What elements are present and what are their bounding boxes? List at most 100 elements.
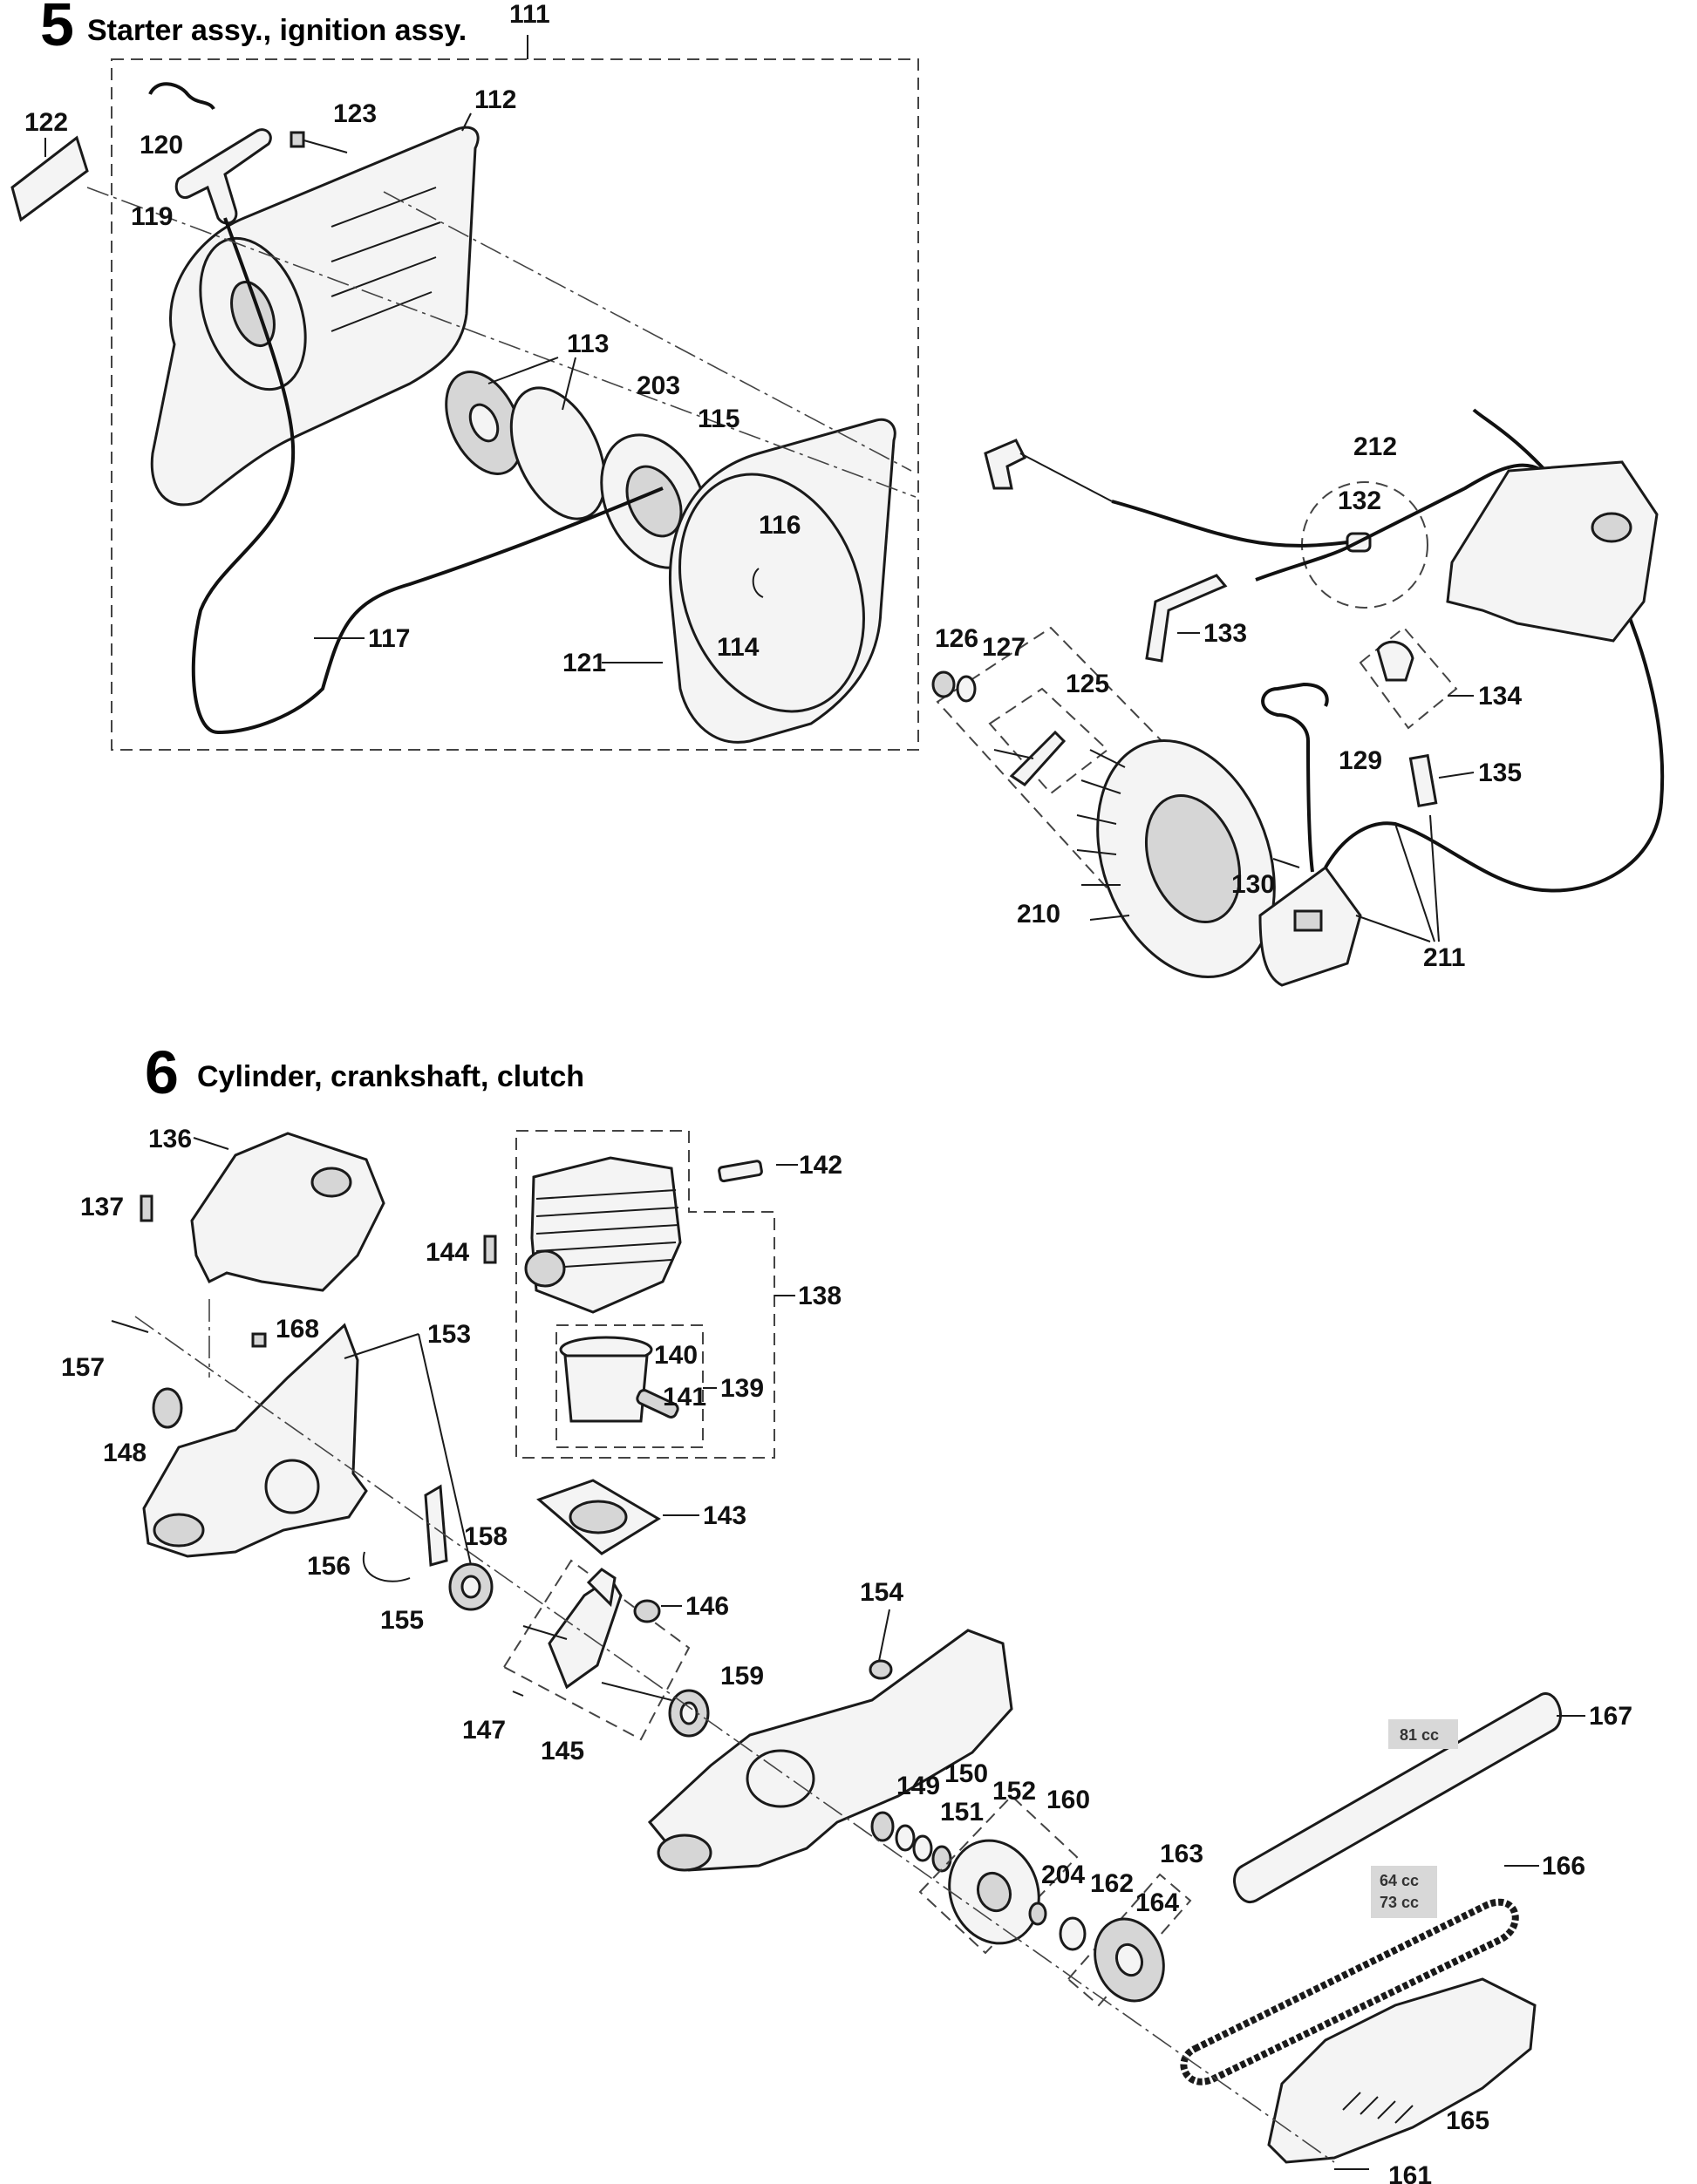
screw-157 xyxy=(111,1320,149,1333)
starter-rope-117 xyxy=(191,217,664,735)
label-210: 210 xyxy=(1017,900,1060,929)
decomp-valve-142 xyxy=(718,1160,763,1183)
piston-pin-141 xyxy=(636,1389,679,1419)
label-137: 137 xyxy=(80,1193,124,1221)
cylinder-138 xyxy=(530,1156,682,1314)
conrod-top xyxy=(586,1568,617,1608)
label-136: 136 xyxy=(148,1125,192,1153)
tag-belt-text: 81 cc xyxy=(1400,1726,1439,1744)
crankcase-right-bore xyxy=(657,1834,712,1872)
clutch-frame xyxy=(1067,1873,1192,2007)
label-122: 122 xyxy=(24,108,68,137)
nut-168 xyxy=(251,1332,267,1348)
crankshaft-145 xyxy=(548,1575,623,1690)
axis-line-b xyxy=(383,191,912,472)
washer-162 xyxy=(1059,1916,1087,1951)
label-168: 168 xyxy=(276,1315,319,1344)
label-148: 148 xyxy=(103,1439,147,1467)
starter-housing-bowl xyxy=(678,473,865,713)
tag-chain-b-text: 73 cc xyxy=(1380,1894,1419,1911)
guard-165-part xyxy=(1267,1977,1537,2170)
label-167: 167 xyxy=(1589,1702,1632,1731)
nut-126 xyxy=(931,670,956,698)
label-115: 115 xyxy=(698,405,739,433)
key-bolt xyxy=(993,749,1034,759)
label-111: 111 xyxy=(509,0,550,29)
key-147 xyxy=(512,1691,524,1697)
crankshaft-frame xyxy=(502,1559,691,1741)
label-150: 150 xyxy=(944,1759,988,1788)
washer-151 xyxy=(912,1834,933,1862)
label-152: 152 xyxy=(992,1777,1036,1806)
label-142: 142 xyxy=(799,1151,842,1180)
cylinder-cover-shape xyxy=(190,1132,385,1292)
crankcase-right-lug xyxy=(869,1659,893,1680)
lever-133 xyxy=(1145,574,1228,663)
crankshaft-stub-right xyxy=(601,1682,672,1701)
cylinder-cover-part xyxy=(140,1132,385,1292)
switch-cable xyxy=(1255,463,1563,582)
label-138: 138 xyxy=(798,1282,842,1310)
label-157: 157 xyxy=(61,1353,105,1382)
starter-handle-part xyxy=(148,82,272,225)
crankshaft-group xyxy=(502,1559,691,1741)
screw-123-head xyxy=(290,131,305,148)
variant-tags: 81 cc 64 cc 73 cc xyxy=(1371,1719,1458,1918)
label-212: 212 xyxy=(1353,432,1397,461)
seal-149 xyxy=(870,1811,895,1842)
crankcase-right-shape xyxy=(647,1629,1013,1872)
washer-150 xyxy=(895,1824,916,1852)
clutch-drum-frame xyxy=(918,1794,1079,1955)
tag-belt-bg xyxy=(1388,1719,1458,1749)
decal-part xyxy=(10,135,89,222)
guard-165-vents xyxy=(1342,2092,1414,2124)
spring-center xyxy=(468,403,500,443)
label-145: 145 xyxy=(541,1737,584,1766)
label-134: 134 xyxy=(1478,682,1522,711)
leader-136 xyxy=(193,1137,229,1150)
leader-211c xyxy=(1429,814,1440,942)
label-164: 164 xyxy=(1135,1888,1179,1917)
label-143: 143 xyxy=(703,1501,746,1530)
leader-153a xyxy=(344,1333,419,1359)
crankcase-right-seat xyxy=(746,1749,815,1808)
label-165: 165 xyxy=(1446,2106,1489,2135)
label-112: 112 xyxy=(474,85,516,114)
needle-bearing-146 xyxy=(633,1599,661,1623)
axis-line-a xyxy=(86,187,917,498)
label-162: 162 xyxy=(1090,1869,1134,1898)
screw-123-shaft xyxy=(300,139,348,153)
label-211: 211 xyxy=(1423,943,1465,972)
label-161: 161 xyxy=(1388,2161,1432,2184)
spacer-152 xyxy=(931,1845,952,1873)
starter-spring-part xyxy=(445,371,607,520)
spark-cap-134 xyxy=(1376,640,1414,682)
throttle-trigger xyxy=(984,439,1027,490)
label-125: 125 xyxy=(1066,670,1109,698)
decal-shape xyxy=(10,135,89,222)
leader-211a xyxy=(1355,915,1431,942)
section-6-header: 6 Cylinder, crankshaft, clutch xyxy=(145,1038,584,1106)
leader-211b xyxy=(1394,823,1435,942)
cylinder-frame xyxy=(515,1130,775,1459)
label-139: 139 xyxy=(720,1374,764,1403)
leader-153b xyxy=(418,1333,472,1566)
piston-139 xyxy=(563,1354,649,1423)
screw-144 xyxy=(483,1235,497,1264)
label-160: 160 xyxy=(1046,1786,1090,1814)
label-130: 130 xyxy=(1231,870,1275,899)
label-203: 203 xyxy=(637,371,680,400)
seal-148 xyxy=(152,1387,183,1429)
label-163: 163 xyxy=(1160,1840,1203,1868)
screw-137 xyxy=(140,1194,153,1222)
bearing-158-inner xyxy=(460,1575,481,1599)
spark-cap-frame xyxy=(1359,626,1458,730)
label-154: 154 xyxy=(860,1578,903,1607)
throttle-cable xyxy=(1111,500,1348,548)
clutch-group xyxy=(870,1794,1192,2007)
cylinder-group xyxy=(483,1130,775,1459)
section-6-title: Cylinder, crankshaft, clutch xyxy=(197,1060,584,1093)
label-151: 151 xyxy=(940,1798,984,1827)
crankcase-left-part xyxy=(111,1320,448,1582)
flywheel-hub xyxy=(1144,793,1242,924)
